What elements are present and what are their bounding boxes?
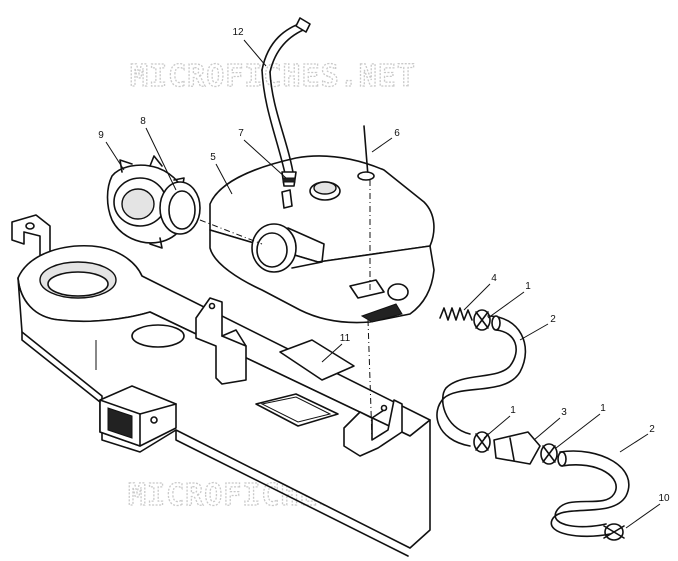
callout-12: 12: [232, 27, 244, 38]
fuel-hose-lower: [550, 450, 630, 538]
callout-6: 6: [394, 128, 400, 139]
callout-2b: 2: [649, 424, 655, 435]
callout-1a: 1: [525, 281, 531, 292]
hose-clamp-c: [540, 443, 558, 465]
cap-gasket: [159, 181, 201, 235]
vent-hose: [261, 17, 311, 179]
tank-bracket-left: [195, 297, 247, 385]
callout-1c: 1: [600, 403, 606, 414]
fuel-filter-spring: [439, 307, 473, 321]
leader-lines: [105, 39, 661, 529]
callout-4: 4: [491, 273, 497, 284]
inline-filter: [493, 431, 541, 465]
tank-bracket-right: [343, 399, 403, 457]
callout-8: 8: [140, 116, 146, 127]
callout-2a: 2: [550, 314, 556, 325]
callout-5: 5: [210, 152, 216, 163]
callout-9: 9: [98, 130, 104, 141]
vent-fitting: [281, 171, 297, 187]
hose-clamp-a: [473, 309, 491, 331]
callout-10: 10: [658, 493, 670, 504]
callout-3: 3: [561, 407, 567, 418]
tank-pad: [279, 339, 355, 381]
fuel-tank: [209, 155, 435, 324]
clamp-10: [603, 523, 625, 541]
gauge-rod: [357, 125, 375, 181]
callout-7: 7: [238, 128, 244, 139]
callout-1b: 1: [510, 405, 516, 416]
callout-11: 11: [340, 333, 351, 344]
fuel-hose-upper: [436, 315, 527, 447]
